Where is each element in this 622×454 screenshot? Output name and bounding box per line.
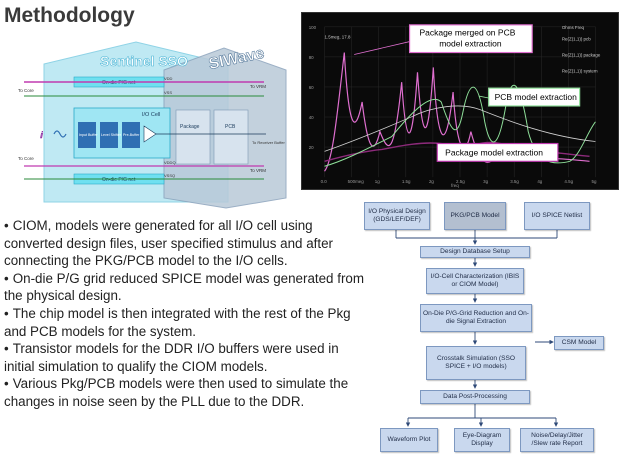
flow-io-physical: I/O Physical Design (GDS/LEF/DEF) (364, 202, 430, 230)
vssq-label: VSSQ (164, 173, 175, 178)
legend-system: Re(Z(1,1)) system (562, 68, 598, 73)
callout-pkg-text: Package model extraction (445, 147, 543, 157)
system-curve (324, 52, 590, 172)
x-tick-label: 1g (375, 179, 380, 184)
x-tick-label: 4.5g (564, 179, 573, 184)
flow-waveform: Waveform Plot (380, 428, 438, 452)
to-core-top: To Core (18, 88, 34, 93)
level-shifter-label: Level Shifter (101, 133, 122, 137)
x-tick-label: 5g (592, 179, 597, 184)
to-vrm-top: To VRM (250, 84, 266, 89)
x-tick-label: 3g (483, 179, 488, 184)
vddq-label: VDDQ (164, 160, 176, 165)
flow-io-spice: I/O SPICE Netlist (524, 202, 590, 230)
y-tick-label: 40 (309, 115, 314, 120)
plot-annotation: 1.5meg, 17.8 (325, 35, 351, 40)
y-tick-label: 60 (309, 85, 314, 90)
bullet-item: •On-die P/G grid reduced SPICE model was… (4, 270, 365, 304)
to-core-bottom: To Core (18, 156, 34, 161)
vdd-label: VDD (164, 76, 173, 81)
pcb-curve-2 (324, 105, 596, 152)
bullet-item: •Various Pkg/PCB models were then used t… (4, 376, 349, 409)
methodology-diagram: Sentinel SSO SIWave On-die P/G net On-di… (18, 41, 287, 209)
slide-title: Methodology (4, 4, 135, 27)
flow-connectors (395, 230, 559, 427)
x-unit-label: freq (451, 183, 459, 188)
flow-crosstalk: Crosstalk Simulation (SSO SPICE + I/O mo… (426, 346, 526, 380)
callout-pcb-text: PCB model extraction (495, 92, 577, 102)
y-tick-label: 20 (309, 145, 314, 150)
y-tick-label: 80 (309, 55, 314, 60)
bullet-item: •The chip model is then integrated with … (4, 305, 351, 339)
io-cell-label: I/O Cell (142, 112, 160, 118)
flow-eye: Eye-Diagram Display (454, 428, 510, 452)
flow-pkg-pcb: PKG/PCB Model (444, 202, 506, 230)
callout-merged (408, 24, 533, 54)
legend-header: Ohms Freq (562, 25, 585, 30)
x-tick-label: 2.5g (456, 179, 465, 184)
die-pg-top-label: On-die P/G net (102, 80, 136, 86)
package-label: Package (180, 124, 200, 130)
die-pg-bottom-label: On-die P/G net (102, 177, 136, 183)
flow-characterization: I/O-Cell Characterization (IBIS or CIOM … (426, 268, 524, 294)
callout-pkg (436, 142, 559, 162)
callout-merged-line2: model extraction (439, 39, 502, 49)
flow-noise: Noise/Delay/Jitter /Slew rate Report (520, 428, 594, 452)
flow-post-processing: Data Post-Processing (420, 390, 530, 404)
pre-buffer-label: Pre-Buffer (123, 133, 140, 137)
vss-label: VSS (164, 90, 172, 95)
flow-csm: CSM Model (554, 336, 604, 350)
legend-pcb: Re(Z(1,1)) pcb (562, 37, 591, 42)
bullet-item: •Transistor models for the DDR I/O buffe… (4, 341, 339, 374)
flow-db-setup: Design Database Setup (420, 246, 530, 258)
bullet-item: •CIOM, models were generated for all I/O… (4, 218, 333, 269)
bullet-list: •CIOM, models were generated for all I/O… (4, 217, 364, 411)
flowchart: I/O Physical Design (GDS/LEF/DEF) PKG/PC… (360, 192, 622, 454)
flow-pg-grid: On-Die P/G-Grid Reduction and On-die Sig… (420, 304, 532, 332)
to-vrm-bottom: To VRM (250, 168, 266, 173)
to-receiver-label: To Receiver Buffer (252, 140, 285, 145)
x-tick-label: 0.0 (321, 179, 328, 184)
callout-pcb (488, 87, 581, 107)
x-tick-label: 2g (429, 179, 434, 184)
y-tick-label: 100 (309, 25, 317, 30)
x-tick-label: 3.5g (510, 179, 519, 184)
x-tick-label: 500meg (348, 179, 365, 184)
input-buffer-label: Input Buffer (79, 133, 98, 137)
x-tick-label: 4g (537, 179, 542, 184)
impedance-plot: 100 80 60 40 20 0.0 500meg 1g 1.5g 2g 2.5g 3g 3.5g 4… (301, 12, 619, 190)
sentinel-label: Sentinel SSO (100, 53, 188, 69)
pcb-label: PCB (225, 124, 236, 130)
signal-icon: ⅈ (40, 130, 44, 140)
legend-package: Re(Z(1,1)) package (562, 53, 601, 58)
callout-merged-line1: Package merged on PCB (419, 28, 515, 38)
x-tick-label: 1.5g (402, 179, 411, 184)
